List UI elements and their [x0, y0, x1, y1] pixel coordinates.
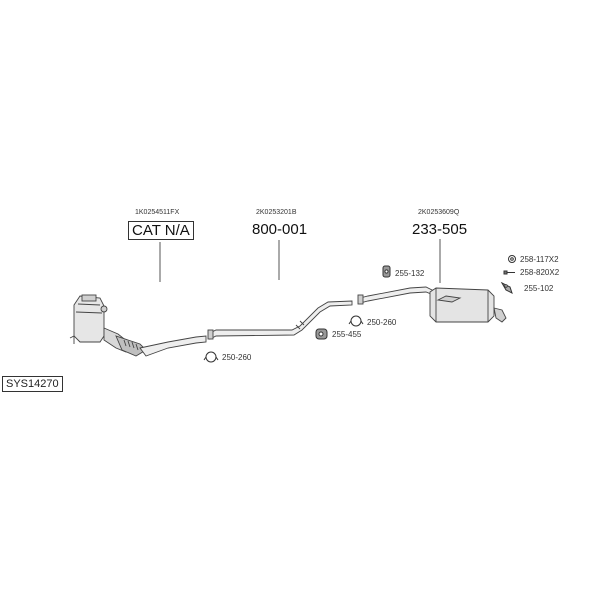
rear-silencer-drawing [357, 286, 507, 323]
part-label: 258-117X2 [520, 255, 559, 264]
bracket-icon [500, 281, 513, 294]
oe-number-middle-pipe: 2K0253201B [256, 209, 297, 216]
part-label: 255-132 [395, 269, 425, 278]
rubber-mount-icon [315, 328, 328, 340]
clamp-ring-icon [203, 351, 219, 363]
catalytic-converter-drawing [69, 294, 207, 357]
clamp-ring-icon [348, 315, 364, 327]
middle-pipe-drawing [207, 300, 353, 340]
part-label: 250-260 [222, 353, 252, 362]
rubber-hanger-icon [382, 265, 391, 278]
part-label: 250-260 [367, 318, 397, 327]
part-label: 255-102 [524, 284, 554, 293]
oe-number-cat: 1K0254511FX [135, 209, 180, 216]
bolt-icon [503, 270, 515, 275]
part-number-cat: CAT N/A [128, 221, 194, 240]
system-code-label: SYS14270 [2, 376, 63, 392]
oe-number-rear-silencer: 2K0253609Q [418, 209, 460, 216]
part-label: 258-820X2 [520, 268, 560, 277]
part-number-middle-pipe: 800-001 [252, 221, 308, 238]
part-label: 255-455 [332, 330, 362, 339]
part-number-rear-silencer: 233-505 [412, 221, 468, 238]
washer-icon [508, 255, 516, 263]
